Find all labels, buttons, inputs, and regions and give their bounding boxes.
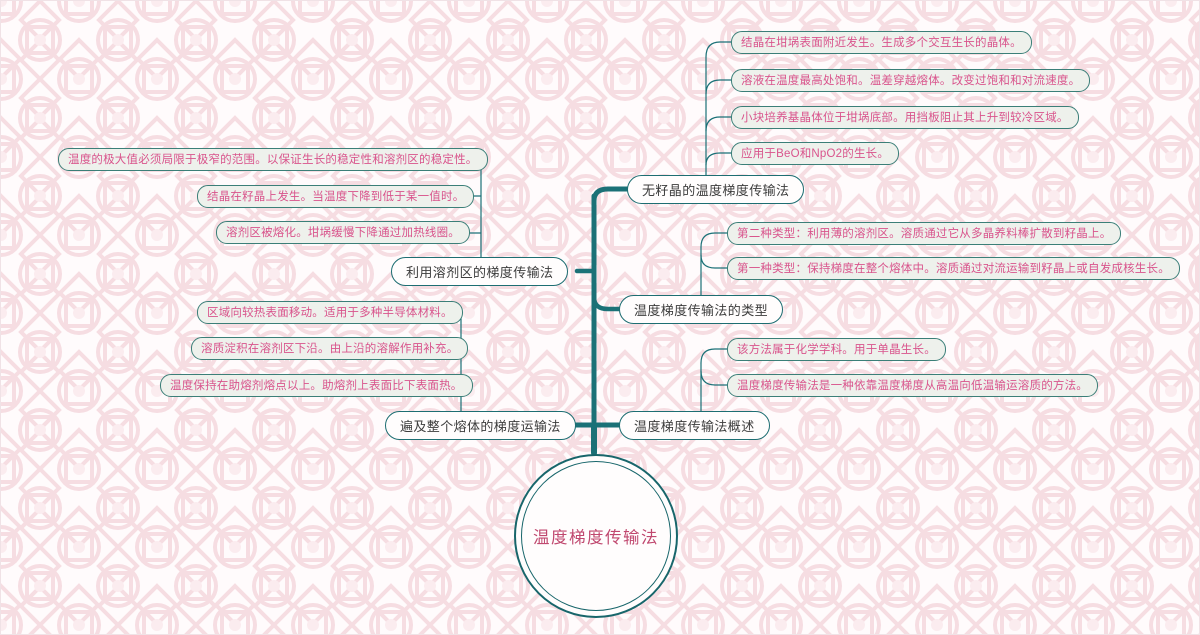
leaf-no-seed-4[interactable]: 应用于BeO和NpO2的生长。 [731,142,900,165]
trunk-to-no-seed [591,186,632,204]
leaf-whole-melt-3[interactable]: 温度保持在助熔剂熔点以上。助熔剂上表面比下表面热。 [160,374,473,397]
elbow-no-seed-3 [705,116,732,132]
branch-label: 温度梯度传输法的类型 [634,302,769,318]
leaf-whole-melt-2[interactable]: 溶质淀积在溶剂区下沿。由上沿的溶解作用补充。 [191,337,469,360]
leaf-no-seed-2[interactable]: 溶液在温度最高处饱和。温差穿越熔体。改变过饱和和对流速度。 [731,69,1091,92]
leaf-no-seed-1[interactable]: 结晶在坩埚表面附近发生。生成多个交互生长的晶体。 [731,31,1032,54]
branch-label: 温度梯度传输法概述 [634,418,755,434]
branch-node-no-seed[interactable]: 无籽晶的温度梯度传输法 [627,175,805,204]
branch-label: 无籽晶的温度梯度传输法 [642,182,790,198]
branch-node-overview[interactable]: 温度梯度传输法概述 [619,411,770,440]
elbow-overview-2 [700,370,728,386]
leaf-label: 温度梯度传输法是一种依靠温度梯度从高温向低温输运溶质的方法。 [737,380,1088,392]
leaf-solvent-zone-2[interactable]: 结晶在籽晶上发生。当温度下降到低于某一值时。 [197,185,475,208]
leaf-types-1[interactable]: 第二种类型：利用薄的溶剂区。溶质通过它从多晶养料棒扩散到籽晶上。 [727,222,1122,245]
leaf-types-2[interactable]: 第一种类型：保持梯度在整个熔体中。溶质通过对流运输到籽晶上或自发成核生长。 [727,257,1180,280]
leaf-label: 温度保持在助熔剂熔点以上。助熔剂上表面比下表面热。 [170,380,463,392]
leaf-label: 溶剂区被熔化。坩埚缓慢下降通过加热线圈。 [226,227,460,239]
branch-node-solvent-zone[interactable]: 利用溶剂区的梯度传输法 [391,257,569,286]
elbow-overview-1 [700,348,728,364]
elbow-types-2 [700,254,728,269]
root-node[interactable]: 温度梯度传输法 [514,454,678,618]
elbow-no-seed-1 [705,41,732,58]
leaf-label: 溶质淀积在溶剂区下沿。由上沿的溶解作用补充。 [201,343,459,355]
leaf-label: 区域向较热表面移动。适用于多种半导体材料。 [207,307,453,319]
branch-node-whole-melt[interactable]: 遍及整个熔体的梯度运输法 [385,411,576,440]
branch-label: 遍及整个熔体的梯度运输法 [400,418,561,434]
root-label: 温度梯度传输法 [533,529,659,547]
leaf-label: 结晶在坩埚表面附近发生。生成多个交互生长的晶体。 [741,37,1022,49]
leaf-solvent-zone-3[interactable]: 溶剂区被熔化。坩埚缓慢下降通过加热线圈。 [216,221,470,244]
leaf-whole-melt-1[interactable]: 区域向较热表面移动。适用于多种半导体材料。 [197,301,463,324]
trunk-to-types [591,294,624,312]
leaf-label: 该方法属于化学学科。用于单晶生长。 [737,344,936,356]
leaf-label: 第二种类型：利用薄的溶剂区。溶质通过它从多晶养料棒扩散到籽晶上。 [737,228,1112,240]
branch-label: 利用溶剂区的梯度传输法 [406,264,554,280]
leaf-label: 结晶在籽晶上发生。当温度下降到低于某一值时。 [207,191,465,203]
leaf-overview-1[interactable]: 该方法属于化学学科。用于单晶生长。 [727,338,946,361]
elbow-no-seed-2 [705,79,732,95]
leaf-overview-2[interactable]: 温度梯度传输法是一种依靠温度梯度从高温向低温输运溶质的方法。 [727,374,1098,397]
leaf-label: 应用于BeO和NpO2的生长。 [741,148,890,160]
elbow-no-seed-4 [705,152,732,166]
leaf-no-seed-3[interactable]: 小块培养基晶体位于坩埚底部。用挡板阻止其上升到较冷区域。 [731,106,1079,129]
elbow-types-1 [700,232,728,248]
leaf-label: 第一种类型：保持梯度在整个熔体中。溶质通过对流运输到籽晶上或自发成核生长。 [737,263,1170,275]
leaf-solvent-zone-1[interactable]: 温度的极大值必须局限于极窄的范围。以保证生长的稳定性和溶剂区的稳定性。 [58,148,488,171]
leaf-label: 温度的极大值必须局限于极窄的范围。以保证生长的稳定性和溶剂区的稳定性。 [68,154,478,166]
branch-node-types[interactable]: 温度梯度传输法的类型 [619,295,784,324]
leaf-label: 溶液在温度最高处饱和。温差穿越熔体。改变过饱和和对流速度。 [741,75,1081,87]
leaf-label: 小块培养基晶体位于坩埚底部。用挡板阻止其上升到较冷区域。 [741,112,1069,124]
